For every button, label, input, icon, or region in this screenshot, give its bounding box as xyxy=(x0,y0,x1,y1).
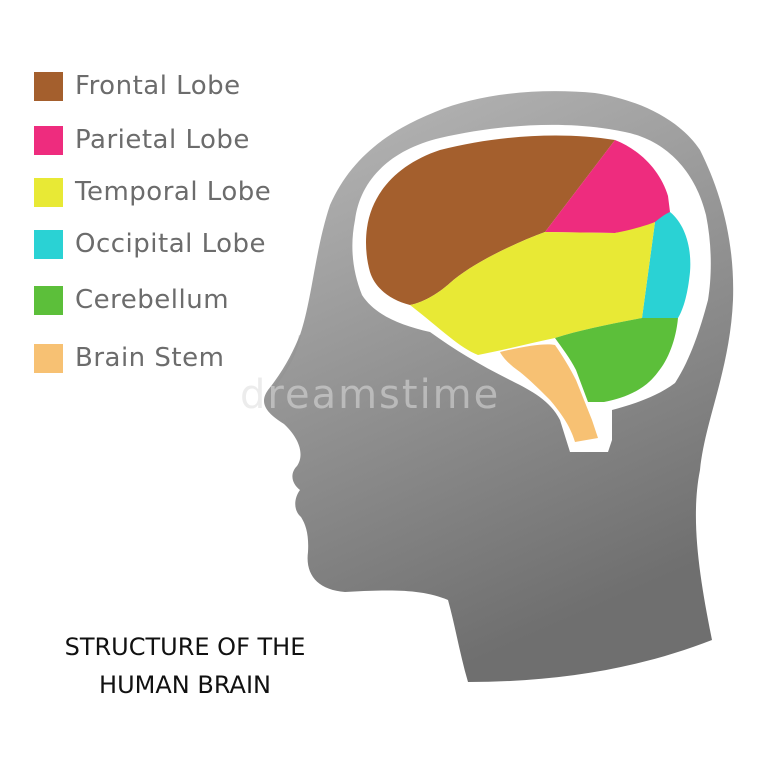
watermark-text: dreamstime xyxy=(240,372,501,418)
legend-label: Temporal Lobe xyxy=(75,177,272,207)
legend-label: Parietal Lobe xyxy=(75,125,250,155)
cerebellum xyxy=(555,318,678,402)
legend-label: Frontal Lobe xyxy=(75,71,241,101)
legend-swatch xyxy=(34,125,63,155)
legend-swatch xyxy=(34,177,63,207)
brain-stem xyxy=(500,344,598,442)
legend-label: Brain Stem xyxy=(75,343,225,373)
legend-label: Occipital Lobe xyxy=(75,229,267,259)
parietal-lobe xyxy=(545,140,670,233)
occipital-lobe xyxy=(642,212,691,318)
legend-swatch xyxy=(34,285,63,315)
caption-line-2: HUMAN BRAIN xyxy=(99,671,271,699)
caption-line-1: STRUCTURE OF THE xyxy=(64,633,306,661)
legend-swatch xyxy=(34,343,63,373)
legend-swatch xyxy=(34,229,63,259)
legend-item-brain-stem: Brain Stem xyxy=(34,342,224,374)
legend-item-cerebellum: Cerebellum xyxy=(34,284,229,316)
temporal-lobe xyxy=(410,222,655,355)
diagram-caption: STRUCTURE OF THE HUMAN BRAIN xyxy=(40,628,330,704)
legend-item-parietal-lobe: Parietal Lobe xyxy=(34,124,250,156)
legend-swatch xyxy=(34,71,63,101)
legend-item-occipital-lobe: Occipital Lobe xyxy=(34,228,266,260)
legend-label: Cerebellum xyxy=(75,285,230,315)
face-shadow xyxy=(269,334,301,393)
legend-item-frontal-lobe: Frontal Lobe xyxy=(34,70,241,102)
frontal-lobe xyxy=(366,135,615,305)
legend-item-temporal-lobe: Temporal Lobe xyxy=(34,176,271,208)
